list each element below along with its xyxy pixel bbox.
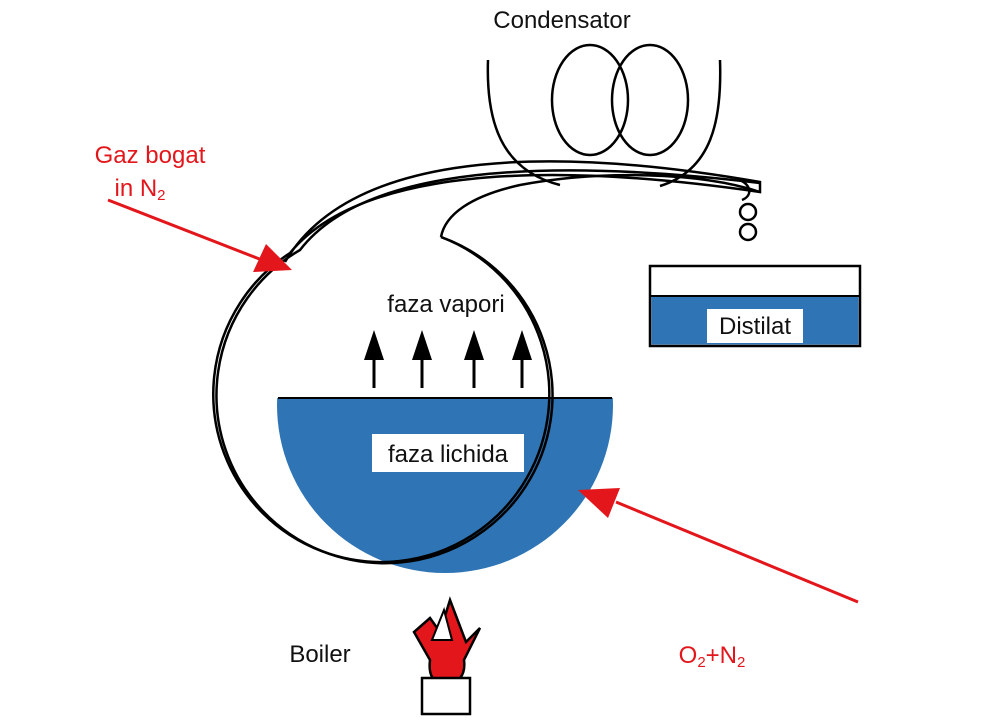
gas-rich-prefix: in N	[114, 175, 157, 202]
flask-body	[215, 169, 761, 565]
vapor-phase-label: faza vapori	[387, 291, 504, 318]
vapor-arrow	[412, 330, 432, 388]
distillate-container: Distilat	[648, 264, 862, 348]
liquid-phase-region	[277, 398, 613, 573]
feed-gas-arrow	[578, 488, 859, 604]
nitrogen-rich-gas-label-line2: in N2	[114, 175, 165, 204]
boiler-burner-base	[420, 676, 472, 716]
boiler-label: Boiler	[289, 641, 350, 668]
liquid-phase-label-box	[372, 434, 524, 472]
feed-o: O	[679, 642, 698, 669]
feed-n-subscript: 2	[737, 654, 745, 671]
nitrogen-rich-gas-arrow	[107, 198, 292, 272]
gas-rich-subscript: 2	[157, 187, 165, 204]
feed-plus-n: +N	[706, 642, 737, 669]
vapor-arrows	[364, 330, 532, 388]
vapor-arrow	[464, 330, 484, 388]
flask-outline	[212, 160, 762, 564]
distillate-label: Distilat	[719, 313, 791, 340]
distillate-label-box	[707, 309, 803, 343]
distillate-droplets	[738, 202, 758, 242]
nitrogen-rich-gas-label: Gaz bogat	[95, 142, 206, 169]
liquid-fill	[277, 398, 613, 573]
vapor-arrow	[364, 330, 384, 388]
condenser-coil	[486, 43, 751, 202]
liquid-phase-label: faza lichida	[388, 441, 509, 468]
vapor-arrow	[512, 330, 532, 388]
condenser-label: Condensator	[493, 7, 630, 34]
boiler-flame	[412, 596, 482, 686]
feed-gas-label: O2+N2	[679, 642, 746, 671]
feed-o-subscript: 2	[697, 654, 705, 671]
